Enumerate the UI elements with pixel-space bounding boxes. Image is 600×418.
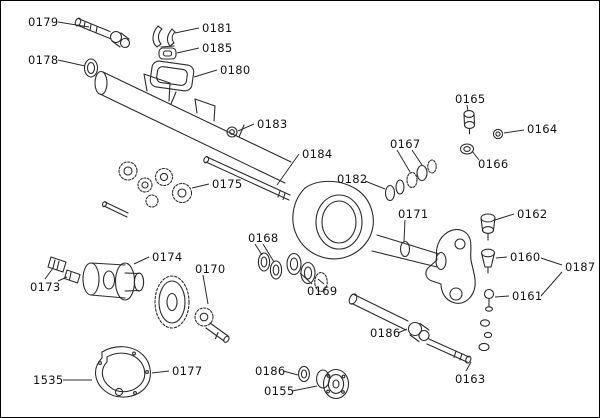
part-label-0164: 0164	[527, 122, 558, 136]
part-label-0171: 0171	[398, 207, 429, 221]
part-label-0170: 0170	[195, 262, 226, 276]
part-label-0179: 0179	[28, 15, 59, 29]
part-label-0186: 0186	[255, 364, 286, 378]
leader-line	[174, 27, 200, 34]
part-label-0165: 0165	[455, 92, 486, 106]
leader-line	[254, 243, 263, 256]
ring-gear-art	[154, 275, 230, 343]
front-axle-shaft-art	[348, 293, 472, 364]
part-label-0162: 0162	[517, 207, 548, 221]
leader-line	[411, 149, 423, 166]
leader-line	[403, 219, 406, 242]
part-label-0181: 0181	[202, 21, 233, 35]
seal-0171-art	[399, 240, 411, 258]
leader-line	[44, 267, 54, 280]
part-label-0175: 0175	[212, 177, 243, 191]
leader-line	[396, 149, 411, 173]
nut-0164-art	[492, 128, 504, 140]
ring-0166-art	[459, 143, 475, 155]
axle-housing-art	[94, 70, 292, 184]
part-label-0182: 0182	[337, 172, 368, 186]
bearings-0173-art	[47, 256, 81, 284]
leader-line	[133, 256, 150, 265]
leader-line	[503, 129, 525, 134]
leader-line	[57, 59, 86, 67]
shims-0182-art	[384, 179, 405, 202]
part-label-1535: 1535	[33, 373, 64, 387]
part-label-0187: 0187	[565, 260, 596, 274]
shims-0168-art	[257, 252, 283, 280]
spider-gears-art	[101, 161, 193, 218]
bearing-rings-0167-art	[406, 159, 437, 189]
part-label-0163: 0163	[455, 372, 486, 386]
leader-line	[494, 213, 515, 221]
knuckle-art	[425, 229, 476, 304]
part-label-0169: 0169	[307, 284, 338, 298]
carrier-art	[82, 262, 145, 301]
leader-line	[276, 153, 300, 186]
leader-line	[494, 295, 510, 298]
part-label-0160: 0160	[510, 250, 541, 264]
leader-line	[364, 180, 386, 190]
part-label-0173: 0173	[30, 280, 61, 294]
nut-art	[226, 126, 238, 138]
part-label-0161: 0161	[512, 289, 543, 303]
diff-cover-art	[95, 346, 151, 398]
leader-line	[466, 104, 469, 112]
part-label-0180: 0180	[220, 63, 251, 77]
part-label-0177: 0177	[172, 364, 203, 378]
inner-shaft-art	[203, 156, 291, 201]
leader-line	[191, 183, 210, 189]
part-0165-art	[463, 110, 476, 135]
part-label-0155: 0155	[264, 384, 295, 398]
leader-line	[471, 150, 480, 161]
rings-0169-art	[286, 252, 328, 292]
leader-line	[202, 274, 209, 305]
leader-line	[317, 278, 325, 285]
ball-joint-stack-art	[478, 213, 496, 352]
part-label-0178: 0178	[28, 53, 59, 67]
leader-line	[57, 21, 90, 28]
part-label-0174: 0174	[152, 250, 183, 264]
part-label-0183: 0183	[257, 117, 288, 131]
leader-line	[176, 47, 200, 54]
shift-fork-art	[152, 25, 176, 48]
tube-seal-art	[83, 58, 99, 78]
hub-art	[298, 365, 350, 400]
leader-line	[397, 328, 408, 334]
part-label-0168: 0168	[248, 231, 279, 245]
leader-line	[299, 272, 313, 285]
part-label-0185: 0185	[202, 41, 233, 55]
leader-line	[262, 243, 275, 263]
gasket-art	[158, 47, 177, 60]
part-label-0184: 0184	[302, 147, 333, 161]
leader-line	[540, 257, 563, 266]
leader-line	[282, 370, 299, 376]
leader-line	[495, 256, 508, 259]
leader-line	[57, 276, 68, 282]
leader-line	[540, 271, 563, 297]
part-label-0167: 0167	[390, 137, 421, 151]
leader-line	[193, 69, 218, 78]
part-label-0186: 0186	[370, 326, 401, 340]
part-label-0166: 0166	[478, 157, 509, 171]
leader-line	[151, 370, 170, 374]
leader-line	[291, 385, 318, 392]
leader-line	[237, 123, 255, 132]
stub-shaft-art	[74, 17, 131, 49]
leader-line	[465, 361, 472, 372]
